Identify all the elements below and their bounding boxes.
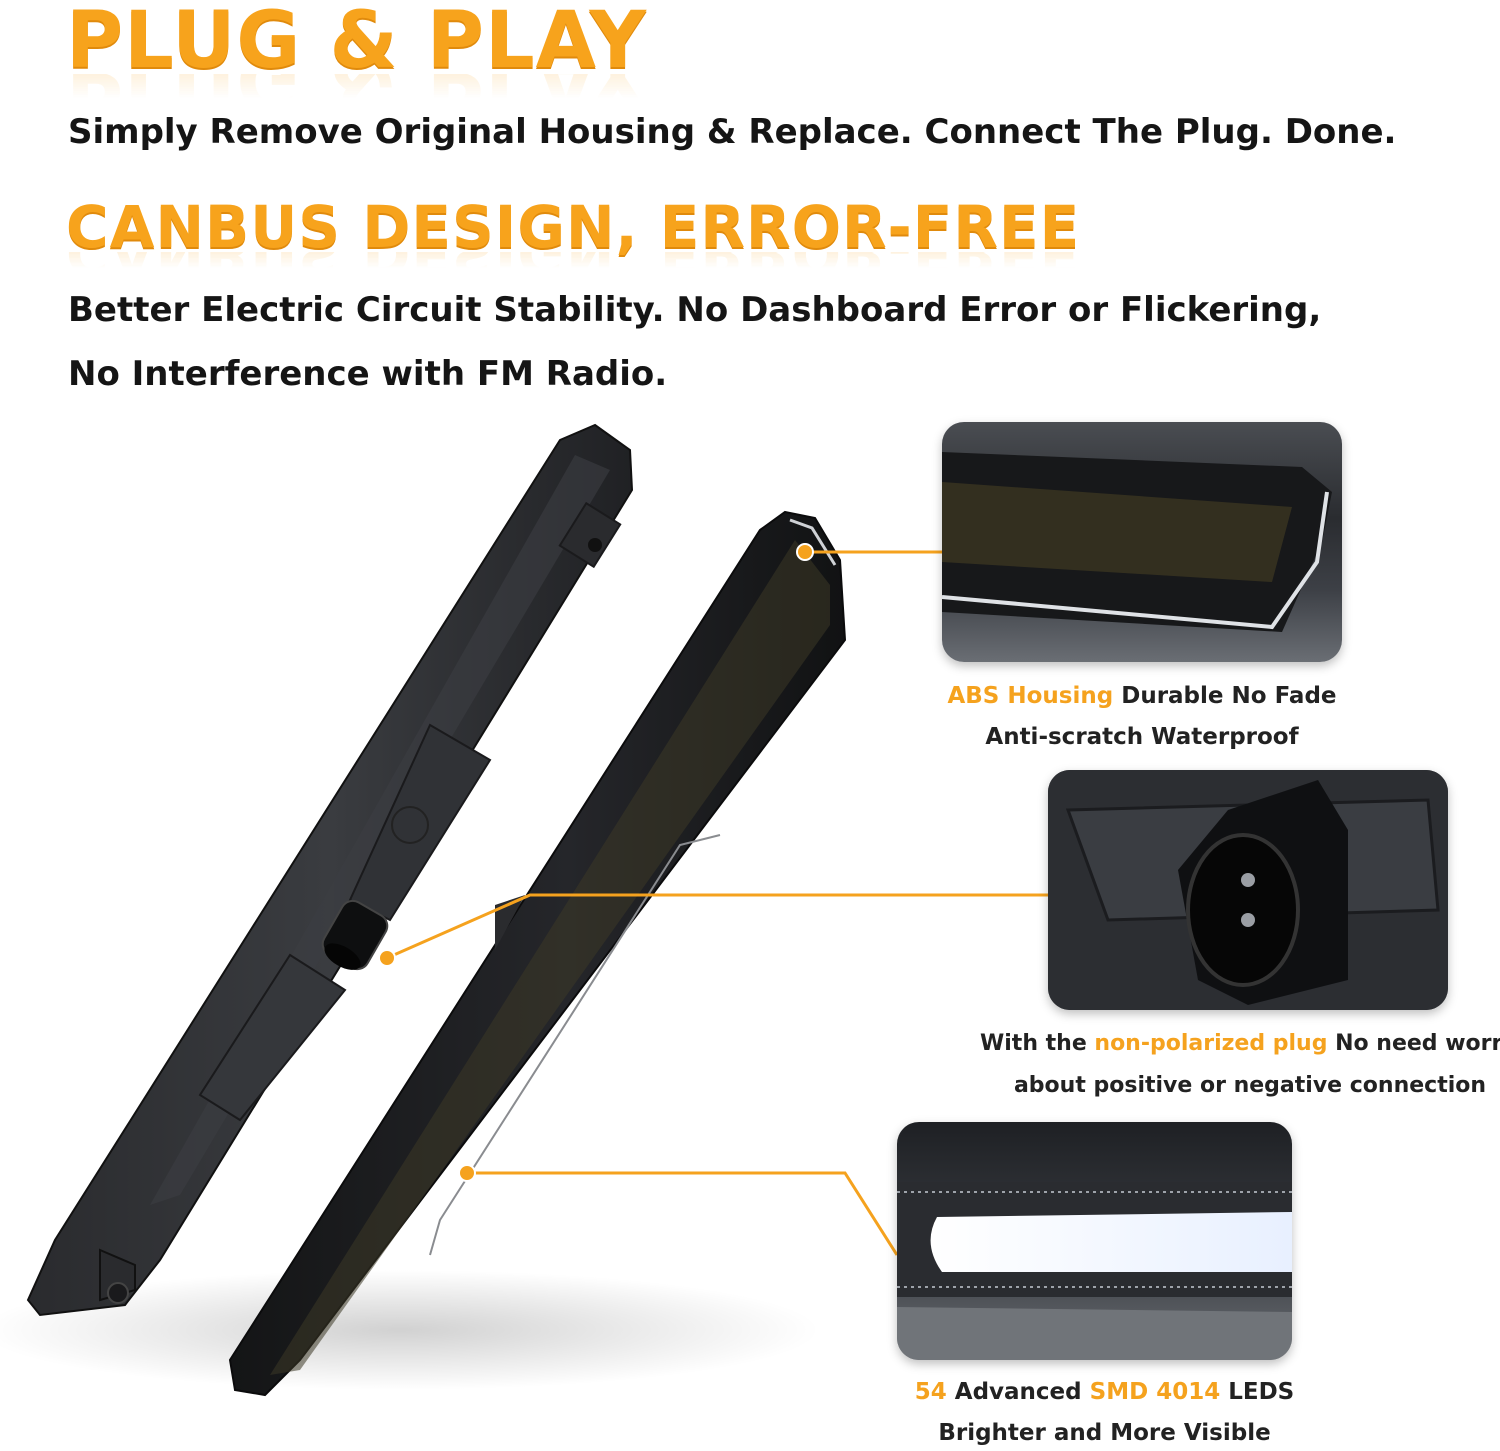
housing-detail-photo [942, 422, 1342, 662]
callout-dot-plug [378, 949, 396, 967]
leds-caption-suffix: LEDS [1220, 1379, 1295, 1405]
housing-caption-rest: Durable No Fade [1113, 683, 1337, 709]
callout-dot-leds [458, 1164, 476, 1182]
marker-light-front-view [228, 510, 847, 1397]
plug-caption-line1: With the non-polarized plug No need worr… [980, 1031, 1500, 1056]
leds-caption-mid: Advanced [946, 1379, 1090, 1405]
housing-caption-line2: Anti-scratch Waterproof [985, 724, 1299, 750]
plug-caption-rest: No need worry [1327, 1031, 1500, 1056]
housing-caption-highlight: ABS Housing [947, 683, 1114, 709]
floor-shadow [0, 1270, 820, 1390]
marker-light-back-view [26, 423, 634, 1317]
callout-dot-housing [796, 543, 814, 561]
canbus-description-line1: Better Electric Circuit Stability. No Da… [68, 290, 1322, 330]
led-detail-photo [897, 1122, 1292, 1360]
plug-and-play-heading: PLUG & PLAY [66, 0, 648, 86]
housing-caption-line1: ABS Housing Durable No Fade [942, 683, 1342, 709]
plug-caption-line2: about positive or negative connection [1013, 1073, 1487, 1098]
leds-caption-line1: 54 Advanced SMD 4014 LEDS [897, 1379, 1312, 1405]
leds-caption-line2: Brighter and More Visible [938, 1420, 1271, 1446]
canbus-heading: CANBUS DESIGN, ERROR-FREE [66, 193, 1081, 261]
callout-line-plug [386, 893, 1048, 960]
leds-caption-count: 54 [914, 1379, 947, 1405]
connector-plug [321, 899, 389, 971]
callout-lines [386, 550, 1048, 1256]
canbus-description-line2: No Interference with FM Radio. [68, 354, 668, 394]
leds-caption-highlight: SMD 4014 [1089, 1379, 1221, 1405]
plug-caption-highlight: non-polarized plug [1094, 1031, 1328, 1056]
plug-caption-prefix: With the [980, 1031, 1095, 1056]
callout-line-leds [467, 1171, 899, 1256]
plug-detail-photo [1048, 770, 1448, 1010]
plug-and-play-description: Simply Remove Original Housing & Replace… [68, 112, 1397, 152]
